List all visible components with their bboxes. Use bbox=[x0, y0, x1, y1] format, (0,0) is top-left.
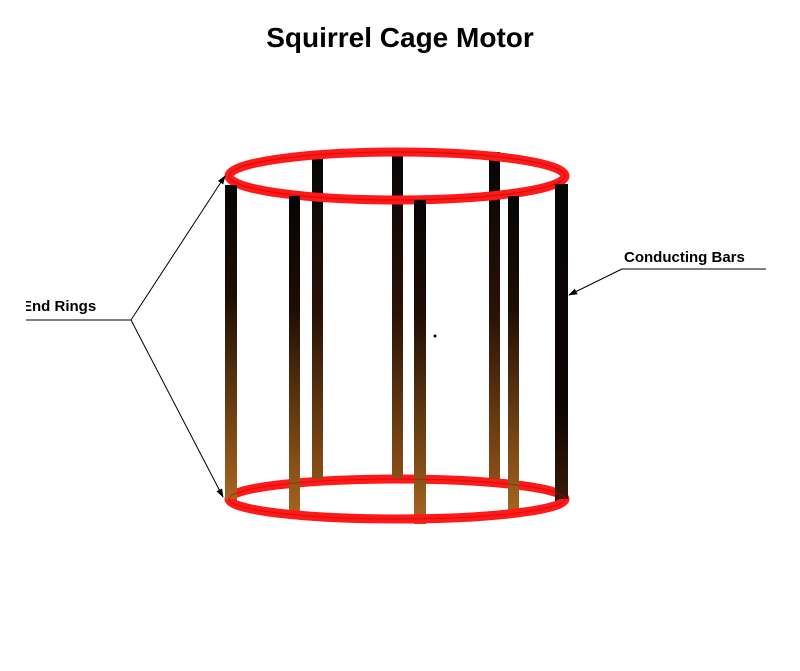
conducting-bar bbox=[289, 196, 300, 518]
end-rings-label: End Rings bbox=[26, 298, 126, 315]
end-rings-arrow-bottom bbox=[130, 319, 224, 498]
top-end-ring-shade bbox=[228, 151, 566, 201]
conducting-bars-arrow bbox=[568, 268, 623, 296]
end-rings-arrow-top bbox=[130, 175, 226, 321]
diagram-title: Squirrel Cage Motor bbox=[266, 22, 534, 53]
conducting-bar bbox=[414, 200, 426, 524]
conducting-bar bbox=[508, 196, 519, 516]
end-rings-label-text: End Rings bbox=[26, 298, 97, 315]
conducting-bar bbox=[392, 148, 403, 478]
bottom-end-ring-shade bbox=[228, 478, 566, 520]
conducting-bars-label: Conducting Bars bbox=[624, 249, 745, 266]
conducting-bar bbox=[555, 184, 568, 502]
conducting-bar bbox=[312, 152, 323, 479]
conducting-bar bbox=[489, 152, 500, 479]
center-point bbox=[433, 334, 437, 338]
conducting-bar bbox=[225, 185, 237, 502]
